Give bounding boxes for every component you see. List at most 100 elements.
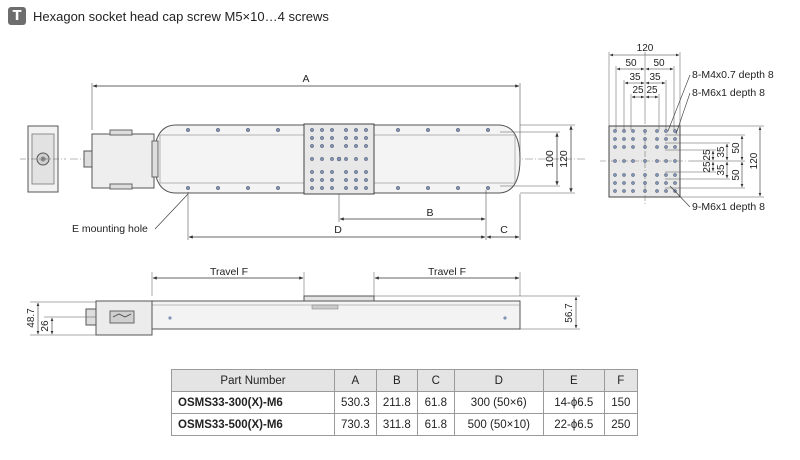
cell-c: 61.8: [416, 413, 455, 436]
dim-b-label: B: [426, 207, 433, 219]
dim-26: 26: [40, 320, 51, 332]
body-hole: [245, 127, 250, 132]
end-w25-left: 25: [632, 85, 644, 96]
end-w50-left: 50: [625, 58, 637, 69]
body-hole: [486, 185, 491, 190]
table-row: OSMS33-500(X)-M6 730.3 311.8 61.8 500 (5…: [171, 413, 638, 436]
end-h50-bottom: 50: [731, 169, 742, 181]
cell-c: 61.8: [416, 391, 455, 414]
carriage-hole: [330, 157, 334, 161]
col-d: D: [453, 369, 544, 392]
end-h25-bottom: 25: [702, 161, 713, 173]
col-e: E: [542, 369, 605, 392]
dim-c-label: C: [500, 224, 508, 236]
carriage-hole: [344, 144, 348, 148]
cell-a: 530.3: [334, 391, 377, 414]
cell-b: 311.8: [375, 413, 418, 436]
carriage-hole: [336, 156, 342, 162]
end-h35-top: 35: [716, 146, 727, 158]
header-title: Hexagon socket head cap screw M5×10…4 sc…: [33, 8, 329, 24]
carriage-hole: [344, 186, 348, 190]
col-a: A: [334, 369, 377, 392]
end-hole: [655, 159, 659, 163]
end-hole: [631, 181, 635, 185]
carriage-hole: [320, 170, 324, 174]
dim-120-label: 120: [558, 150, 570, 168]
carriage-hole: [354, 136, 358, 140]
carriage-hole: [354, 144, 358, 148]
end-hole: [622, 181, 626, 185]
cell-d: 500 (50×10): [453, 413, 544, 436]
end-hole: [613, 181, 617, 185]
carriage-hole: [320, 157, 324, 161]
side-hole: [503, 316, 507, 320]
carriage-hole: [310, 170, 314, 174]
dim-48-7: 48.7: [26, 308, 37, 328]
end-hole: [631, 173, 635, 177]
carriage-hole: [364, 157, 368, 161]
right-end-view: 120 50 50 35 35 25 25 120 50: [600, 43, 774, 213]
end-w35-right: 35: [649, 72, 661, 83]
end-hole: [655, 145, 659, 149]
body-hole: [456, 185, 461, 190]
carriage-hole: [320, 178, 324, 182]
carriage-hole: [364, 136, 368, 140]
callout-m6-8: 8-M6x1 depth 8: [692, 87, 765, 99]
cell-part-number: OSMS33-300(X)-M6: [171, 391, 335, 414]
cell-d: 300 (50×6): [453, 391, 544, 414]
callout-m4: 8-M4x0.7 depth 8: [692, 69, 774, 81]
end-hole: [673, 181, 677, 185]
carriage-hole: [330, 186, 334, 190]
body-hole: [185, 185, 190, 190]
col-part-number: Part Number: [171, 369, 335, 392]
end-w50-right: 50: [653, 58, 665, 69]
travel-left-label: Travel F: [210, 266, 248, 278]
carriage-hole: [330, 170, 334, 174]
body-hole: [245, 185, 250, 190]
carriage-hole: [310, 128, 314, 132]
end-hole: [613, 137, 617, 141]
carriage-hole: [364, 170, 368, 174]
cell-e: 14-ϕ6.5: [542, 391, 605, 414]
cell-b: 211.8: [375, 391, 418, 414]
carriage-hole: [330, 136, 334, 140]
mount-hole-label: E mounting hole: [72, 223, 148, 235]
end-hole: [664, 189, 668, 193]
end-hole: [673, 145, 677, 149]
end-hole: [655, 189, 659, 193]
body-hole: [215, 127, 220, 132]
end-hole: [622, 189, 626, 193]
end-hole: [622, 173, 626, 177]
end-w35-left: 35: [629, 72, 641, 83]
body-hole: [185, 127, 190, 132]
carriage-hole: [310, 178, 314, 182]
end-height-120: 120: [749, 152, 760, 169]
dim-56-7: 56.7: [564, 303, 575, 323]
end-w25-right: 25: [646, 85, 658, 96]
dim-d-label: D: [334, 224, 342, 236]
carriage-hole: [320, 128, 324, 132]
body-hole: [396, 185, 401, 190]
col-f: F: [603, 369, 638, 392]
body-hole: [276, 127, 281, 132]
carriage-hole: [320, 136, 324, 140]
carriage-hole: [344, 157, 348, 161]
end-hole: [655, 137, 659, 141]
carriage-hole: [310, 186, 314, 190]
carriage-hole: [330, 144, 334, 148]
carriage-hole: [320, 186, 324, 190]
end-hole: [643, 129, 647, 133]
cell-f: 150: [603, 391, 638, 414]
side-view: Travel F Travel F 48.7 26 56.7: [26, 266, 580, 336]
cell-f: 250: [603, 413, 638, 436]
carriage-hole: [364, 178, 368, 182]
carriage-hole: [344, 170, 348, 174]
end-hole: [673, 129, 677, 133]
carriage-hole: [330, 178, 334, 182]
end-hole: [643, 181, 647, 185]
end-hole: [631, 189, 635, 193]
carriage-hole: [310, 157, 314, 161]
end-hole: [655, 181, 659, 185]
carriage-hole: [320, 144, 324, 148]
